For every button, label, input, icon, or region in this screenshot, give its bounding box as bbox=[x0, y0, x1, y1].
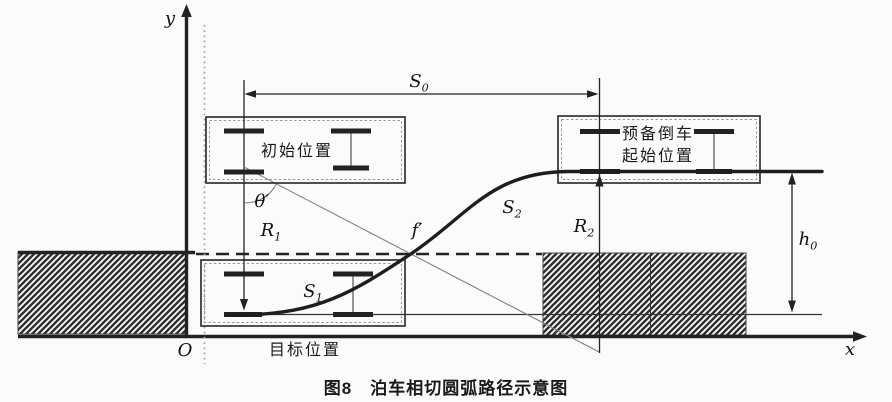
center-line bbox=[244, 167, 601, 353]
tangent-point-label: f′ bbox=[411, 220, 423, 241]
r2-radius-label: R2 bbox=[573, 216, 595, 240]
dim-r2 bbox=[595, 78, 604, 353]
dim-h0 bbox=[788, 172, 796, 313]
obstacle-right bbox=[542, 252, 747, 336]
theta-angle-label: θ′ bbox=[254, 191, 270, 212]
origin-label: O bbox=[177, 340, 193, 361]
x-axis bbox=[18, 331, 867, 342]
car-reverse-start-label-line1: 预备倒车 bbox=[621, 124, 695, 143]
car-reverse-start-label-line2: 起始位置 bbox=[621, 146, 695, 165]
y-axis bbox=[181, 4, 192, 337]
h0-dimension-label: h0 bbox=[798, 229, 818, 253]
obstacle-left bbox=[17, 250, 195, 335]
y-axis-label: y bbox=[164, 8, 176, 29]
dim-s0 bbox=[244, 90, 599, 98]
dim-r1 bbox=[239, 80, 249, 311]
theta-arc bbox=[244, 183, 277, 204]
s2-arc-label: S2 bbox=[502, 197, 522, 221]
x-axis-label: x bbox=[844, 339, 856, 360]
r1-radius-label: R1 bbox=[260, 220, 282, 244]
s0-dimension-label: S0 bbox=[409, 71, 429, 95]
figure-caption: 图8 泊车相切圆弧路径示意图 bbox=[323, 379, 569, 398]
car-target-label: 目标位置 bbox=[268, 340, 342, 359]
parking-path-curve bbox=[226, 169, 824, 317]
car-initial-label: 初始位置 bbox=[260, 141, 334, 160]
s1-arc-label: S1 bbox=[303, 281, 323, 305]
